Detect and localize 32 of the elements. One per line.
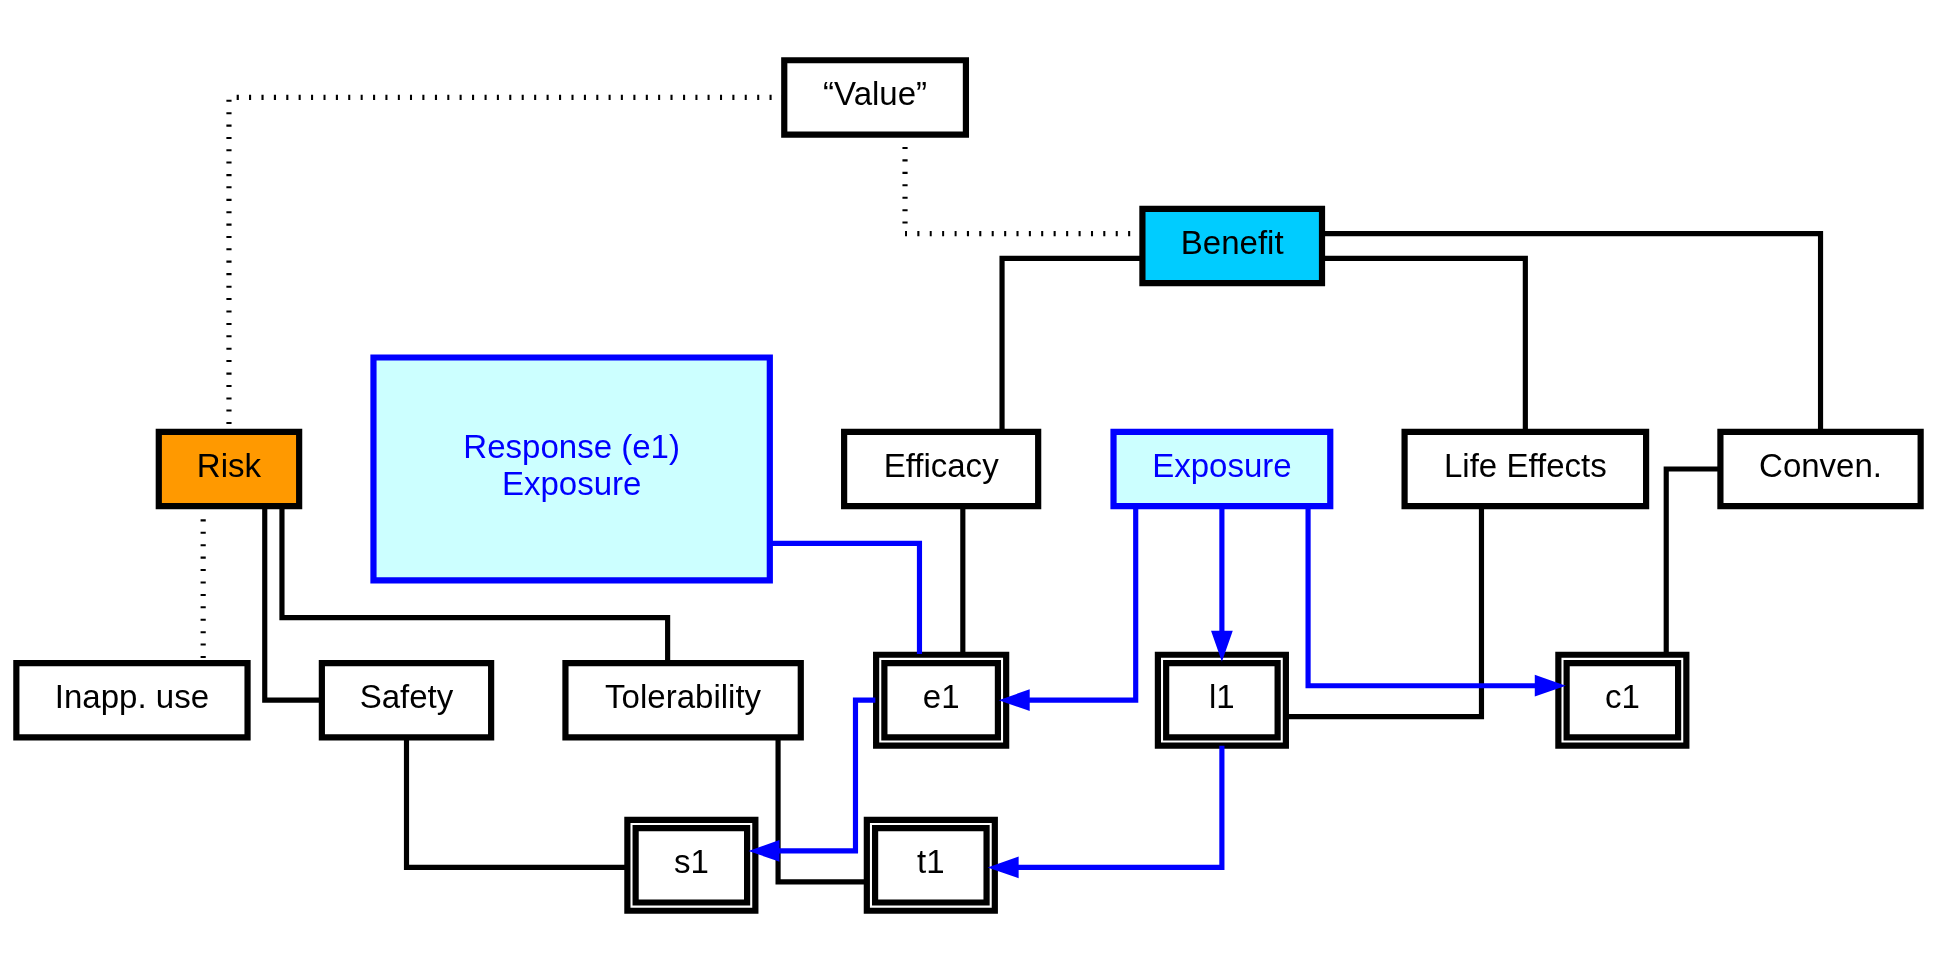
node-box: Risk	[155, 428, 303, 509]
node-box: Benefit	[1139, 205, 1326, 286]
arrow	[1211, 506, 1233, 662]
connector	[999, 255, 1142, 431]
connector	[769, 540, 923, 654]
connector	[1286, 506, 1485, 719]
node-box: e1	[873, 651, 1010, 749]
node-box: “Value”	[781, 56, 969, 138]
node-box: Efficacy	[841, 428, 1042, 509]
node-box: Safety	[318, 659, 495, 740]
connector	[1322, 255, 1528, 431]
node-box: Tolerability	[562, 659, 804, 740]
node-box: Inapp. use	[13, 659, 251, 740]
node-box: Life Effects	[1401, 428, 1650, 509]
arrow	[1305, 506, 1566, 697]
node-box: Conven.	[1717, 428, 1924, 509]
node-box: Response (e1) Exposure	[370, 353, 773, 584]
arrow	[748, 697, 876, 862]
node-box: l1	[1154, 651, 1289, 749]
connector	[960, 506, 966, 654]
node-box: t1	[863, 816, 998, 914]
connector	[1322, 230, 1824, 432]
connector	[262, 506, 322, 703]
node-box: Exposure	[1110, 428, 1334, 509]
connector	[403, 737, 627, 870]
connector	[775, 737, 867, 884]
connector	[1663, 465, 1721, 654]
connector	[279, 506, 671, 663]
arrow	[987, 745, 1225, 878]
node-box: s1	[624, 816, 759, 914]
node-box: c1	[1555, 651, 1690, 749]
arrow	[998, 506, 1139, 711]
